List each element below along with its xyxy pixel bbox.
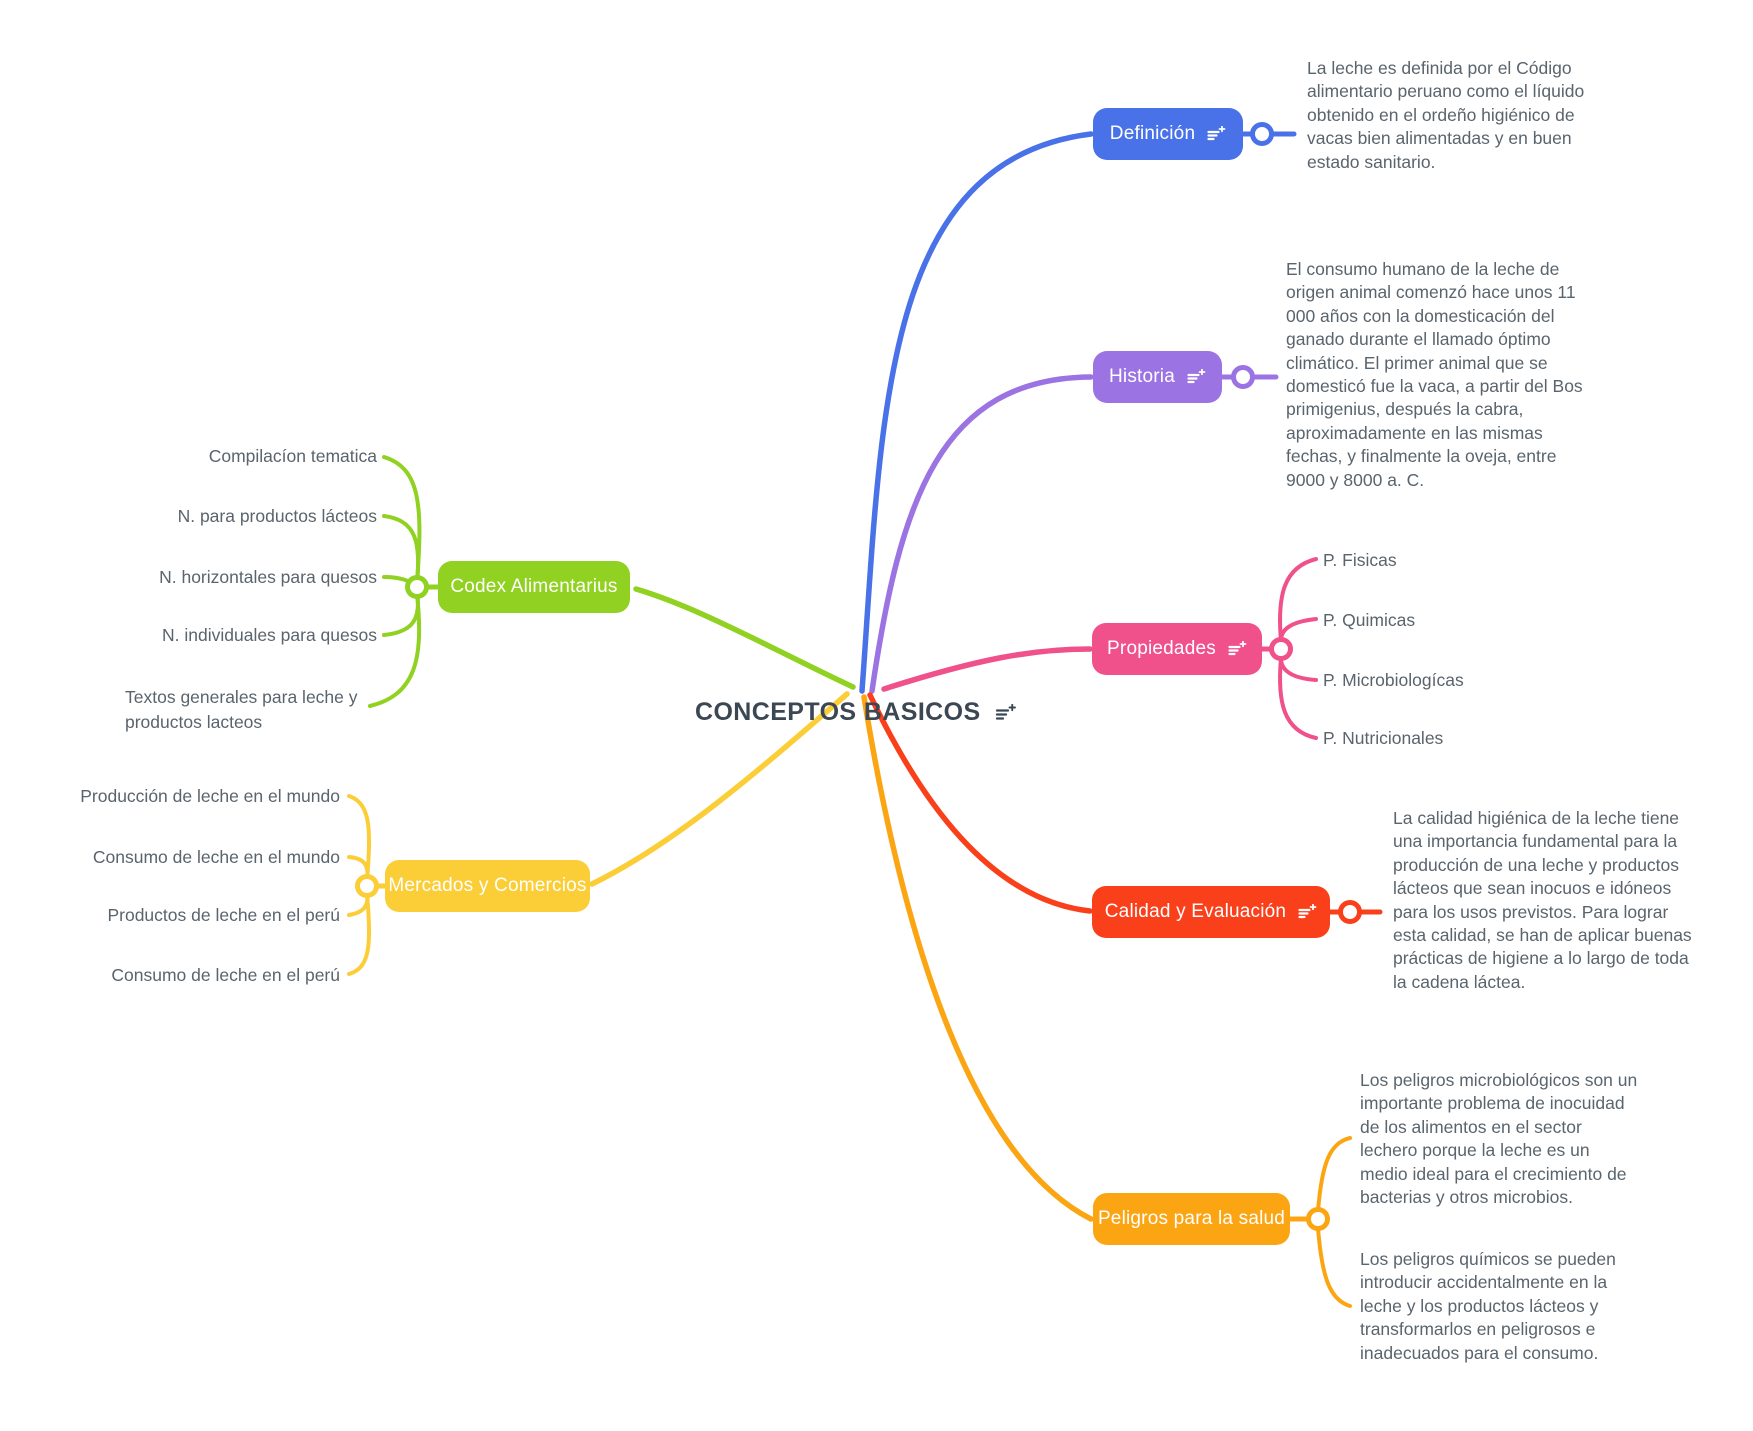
subcurve-peligros-0 — [1316, 1136, 1352, 1213]
branch-point-calidad[interactable] — [1338, 900, 1362, 924]
child-topic-propiedades-2[interactable]: P. Microbiologícas — [1323, 670, 1464, 690]
child-topic-propiedades-3[interactable]: P. Nutricionales — [1323, 728, 1444, 748]
central-title: CONCEPTOS BASICOS — [695, 698, 981, 726]
branch-node-mercados[interactable]: Mercados y Comercios — [385, 860, 590, 912]
note-plus-icon[interactable] — [1297, 904, 1317, 920]
subcurve-codex-4 — [368, 592, 422, 708]
branch-label-definicion: Definición — [1109, 123, 1196, 144]
note-plus-icon[interactable] — [1206, 126, 1226, 142]
subcurve-mercados-3 — [347, 892, 372, 976]
branch-node-definicion[interactable]: Definición — [1093, 108, 1243, 160]
child-topic-codex-2[interactable]: N. horizontales para quesos — [159, 567, 377, 587]
branch-node-propiedades[interactable]: Propiedades — [1092, 623, 1262, 675]
branch-label-mercados: Mercados y Comercios — [388, 875, 587, 896]
child-topic-codex-4[interactable]: Textos generales para leche y productos … — [125, 687, 358, 732]
branch-curve-historia — [869, 374, 1094, 694]
branch-curve-definicion — [859, 131, 1094, 694]
note-calidad[interactable]: La calidad higiénica de la leche tiene u… — [1393, 808, 1692, 992]
branch-label-propiedades: Propiedades — [1107, 638, 1216, 659]
note-definicion[interactable]: La leche es definida por el Código alime… — [1307, 58, 1585, 172]
child-topic-propiedades-1[interactable]: P. Quimicas — [1323, 610, 1416, 630]
note-historia[interactable]: El consumo humano de la leche de origen … — [1286, 259, 1583, 490]
branch-node-codex[interactable]: Codex Alimentarius — [438, 561, 630, 613]
subcurve-propiedades-0 — [1277, 557, 1318, 643]
child-topic-mercados-0[interactable]: Producción de leche en el mundo — [80, 786, 340, 806]
branch-curve-peligros — [861, 694, 1094, 1222]
branch-point-definicion[interactable] — [1250, 122, 1274, 146]
note-peligros-0[interactable]: Los peligros microbiológicos son un impo… — [1360, 1070, 1638, 1208]
note-plus-icon[interactable] — [1186, 369, 1206, 385]
branch-point-peligros[interactable] — [1306, 1207, 1330, 1231]
note-peligros-1[interactable]: Los peligros químicos se pueden introduc… — [1360, 1249, 1616, 1363]
branch-label-historia: Historia — [1108, 366, 1175, 387]
child-topic-codex-0[interactable]: Compilacíon tematica — [208, 446, 377, 466]
branch-point-propiedades[interactable] — [1269, 637, 1293, 661]
child-topic-mercados-3[interactable]: Consumo de leche en el perú — [111, 965, 340, 985]
branch-curve-calidad — [867, 692, 1093, 914]
branch-node-peligros[interactable]: Peligros para la salud — [1093, 1193, 1290, 1245]
subcurve-propiedades-3 — [1277, 656, 1318, 740]
branch-node-historia[interactable]: Historia — [1093, 351, 1222, 403]
note-plus-icon[interactable] — [994, 703, 1016, 722]
child-topic-codex-1[interactable]: N. para productos lácteos — [177, 506, 377, 526]
branch-curve-codex — [633, 586, 856, 690]
branch-node-calidad[interactable]: Calidad y Evaluación — [1092, 886, 1330, 938]
central-topic[interactable]: CONCEPTOS BASICOS — [695, 698, 1016, 727]
note-plus-icon[interactable] — [1227, 641, 1247, 657]
subcurve-codex-1 — [382, 514, 421, 586]
subcurve-mercados-0 — [347, 794, 372, 881]
subcurve-codex-0 — [382, 455, 422, 583]
branch-point-mercados[interactable] — [355, 874, 379, 898]
branch-curve-mercados — [589, 691, 850, 887]
branch-label-codex: Codex Alimentarius — [450, 576, 618, 597]
child-topic-mercados-2[interactable]: Productos de leche en el perú — [107, 905, 340, 925]
child-topic-propiedades-0[interactable]: P. Fisicas — [1323, 550, 1397, 570]
child-topic-codex-3[interactable]: N. individuales para quesos — [162, 625, 377, 645]
child-topic-mercados-1[interactable]: Consumo de leche en el mundo — [92, 847, 340, 867]
branch-label-peligros: Peligros para la salud — [1097, 1208, 1286, 1229]
branch-curve-propiedades — [881, 646, 1093, 692]
branch-label-calidad: Calidad y Evaluación — [1104, 901, 1287, 922]
branch-point-codex[interactable] — [405, 575, 429, 599]
subcurve-peligros-1 — [1316, 1226, 1352, 1308]
branch-point-historia[interactable] — [1231, 365, 1255, 389]
